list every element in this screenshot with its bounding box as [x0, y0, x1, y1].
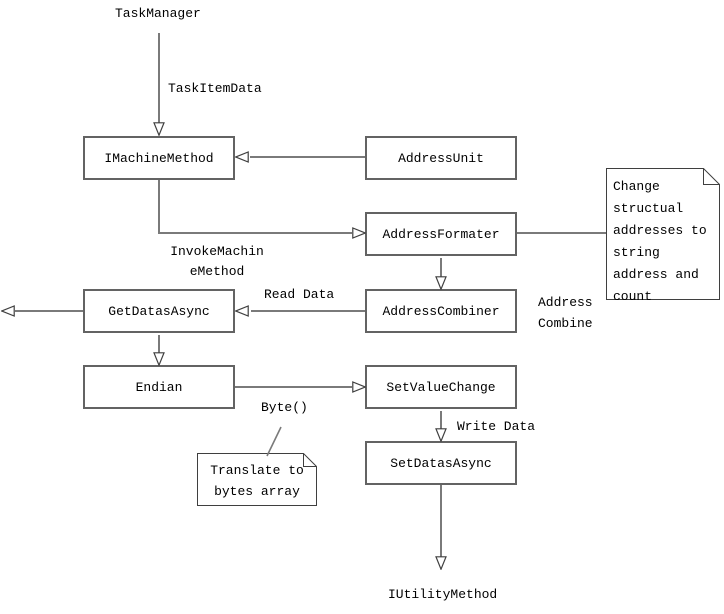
node-address-formater[interactable]: AddressFormater — [365, 212, 517, 256]
label-task-manager: TaskManager — [115, 6, 201, 21]
connector-getdatasasync-west — [15, 310, 83, 312]
arrowhead-down-iutilitymethod — [435, 556, 447, 570]
label-address-combine: Address Combine — [538, 295, 593, 331]
note-translate-bytes-text: Translate to bytes array — [210, 463, 304, 499]
connector-imachinemethod-down — [158, 180, 160, 234]
connector-taskmanager-imachinemethod — [158, 33, 160, 123]
node-address-combiner[interactable]: AddressCombiner — [365, 289, 517, 333]
connector-imachinemethod-addressformater — [158, 232, 352, 234]
arrowhead-down-endian — [153, 352, 165, 366]
node-address-unit-label: AddressUnit — [398, 150, 484, 166]
node-get-datas-async[interactable]: GetDatasAsync — [83, 289, 235, 333]
node-set-value-change[interactable]: SetValueChange — [365, 365, 517, 409]
arrowhead-left-imachinemethod — [235, 151, 249, 163]
node-set-value-change-label: SetValueChange — [386, 379, 496, 395]
arrowhead-down-setdatasasync — [435, 428, 447, 442]
connector-addressformater-note — [517, 232, 606, 234]
note-leader-line — [266, 426, 282, 457]
node-get-datas-async-label: GetDatasAsync — [108, 303, 210, 319]
node-address-formater-label: AddressFormater — [382, 226, 500, 242]
node-endian[interactable]: Endian — [83, 365, 235, 409]
label-byte: Byte() — [261, 400, 308, 415]
connector-addresscombiner-getdatasasync — [251, 310, 365, 312]
arrowhead-right-addressformater — [352, 227, 366, 239]
node-set-datas-async-label: SetDatasAsync — [390, 455, 492, 471]
connector-addressformater-addresscombiner — [440, 258, 442, 277]
connector-setvaluechange-setdatasasync — [440, 411, 442, 429]
node-imachine-method[interactable]: IMachineMethod — [83, 136, 235, 180]
label-write-data: Write Data — [457, 419, 536, 434]
note-translate-bytes[interactable]: Translate to bytes array — [197, 453, 317, 506]
connector-getdatasasync-endian — [158, 335, 160, 353]
note-change-structual-text: Change structual addresses to string add… — [613, 179, 707, 304]
node-imachine-method-label: IMachineMethod — [104, 150, 214, 166]
arrowhead-left-west — [1, 305, 15, 317]
label-task-item-data: TaskItemData — [168, 81, 262, 96]
connector-setdatasasync-iutilitymethod — [440, 485, 442, 557]
label-iutility-method: IUtilityMethod — [388, 587, 498, 602]
label-invoke-machine-method: InvokeMachin eMethod — [170, 244, 264, 279]
label-read-data: Read Data — [264, 287, 335, 302]
node-set-datas-async[interactable]: SetDatasAsync — [365, 441, 517, 485]
arrowhead-down-imachinemethod — [153, 122, 165, 136]
note-shape — [606, 168, 720, 300]
arrowhead-down-addresscombiner — [435, 276, 447, 290]
note-shape — [197, 453, 317, 506]
connector-addressunit-imachinemethod — [250, 156, 365, 158]
arrowhead-right-setvaluechange — [352, 381, 366, 393]
node-address-unit[interactable]: AddressUnit — [365, 136, 517, 180]
note-change-structual[interactable]: Change structual addresses to string add… — [606, 168, 720, 304]
node-endian-label: Endian — [135, 379, 183, 395]
node-address-combiner-label: AddressCombiner — [382, 303, 500, 319]
connector-endian-setvaluechange — [235, 386, 352, 388]
arrowhead-left-getdatasasync — [235, 305, 249, 317]
